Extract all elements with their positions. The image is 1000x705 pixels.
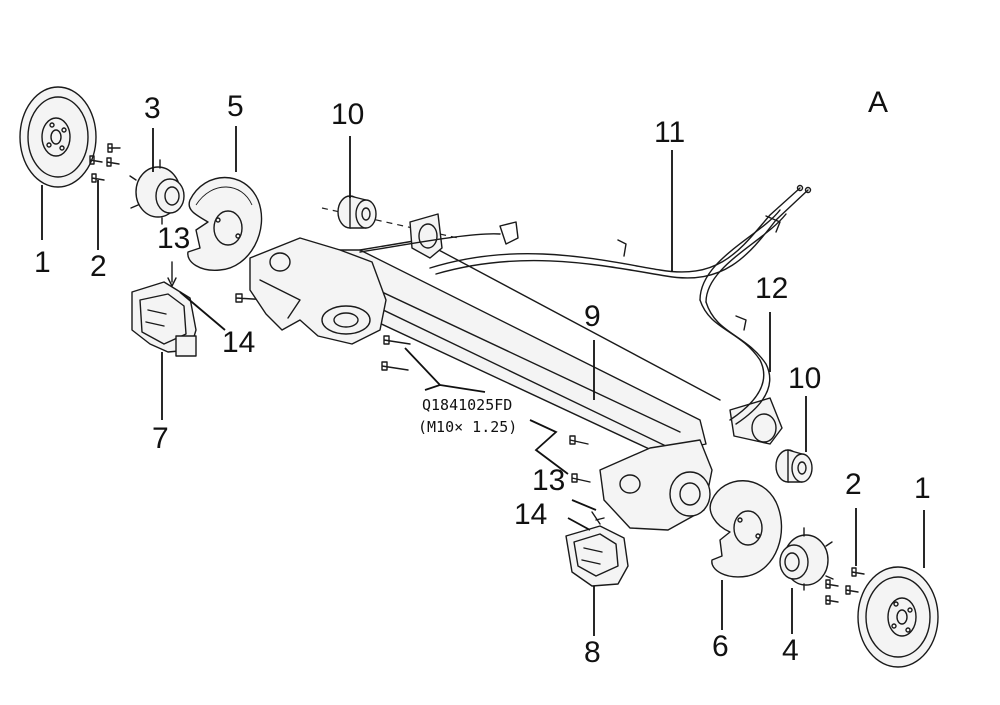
callout-9: 9 [584,300,601,333]
torsion-beam-axle [249,213,783,531]
bolt-thread-spec: (M10× 1.25) [418,418,517,436]
wheel-bolts-right [825,567,865,605]
callout-11: 11 [654,116,685,149]
callout-2-left: 2 [90,250,107,283]
corner-label: A [868,86,888,119]
callout-6: 6 [712,630,729,663]
callout-10-top: 10 [331,98,364,131]
callout-14-left: 14 [222,326,255,359]
brake-caliper-right [565,511,629,587]
callout-10-right: 10 [788,362,821,395]
parking-brake-cables [359,184,812,425]
callout-2-right: 2 [845,468,862,501]
dust-shield-left [187,176,263,271]
callout-4: 4 [782,634,799,667]
bolt-part-code: Q1841025FD [422,396,512,414]
axle-bushing-right [775,449,813,483]
leader-lines [41,126,925,636]
dust-shield-right [709,480,783,578]
wheel-hub-right [779,527,834,591]
brake-disc-left [19,86,97,188]
callout-7: 7 [152,422,169,455]
callout-3: 3 [144,92,161,125]
callout-13-right: 13 [532,464,565,497]
callout-1-left: 1 [34,246,51,279]
callout-1-right: 1 [914,472,931,505]
callout-12: 12 [755,272,788,305]
callout-5: 5 [227,90,244,123]
callout-13-left: 13 [157,222,190,255]
callout-14-right: 14 [514,498,547,531]
wheel-hub-left [129,159,185,225]
brake-disc-right [857,566,939,668]
callout-8: 8 [584,636,601,669]
wheel-bolts-left [89,143,121,183]
brake-caliper-left [131,281,197,357]
